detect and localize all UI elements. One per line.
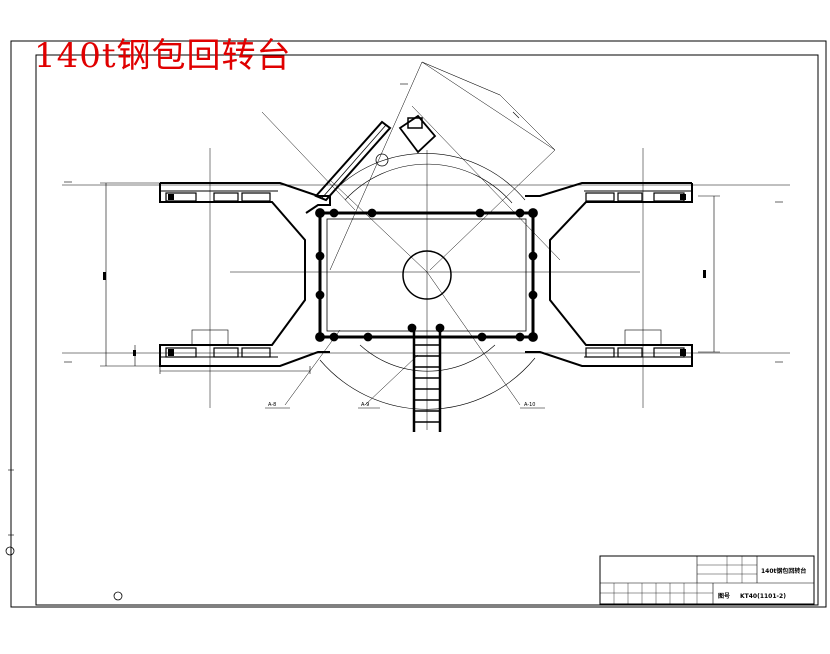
- axis-marks: [64, 83, 783, 363]
- ladder: [412, 330, 442, 432]
- central-frame: [318, 211, 535, 339]
- drawing-title: 140t钢包回转台: [34, 36, 292, 76]
- label-a9: A-9: [361, 402, 369, 408]
- small-circle: [113, 591, 123, 601]
- frame-bolts: [315, 208, 538, 342]
- inclined-arm: [314, 114, 437, 202]
- dimension-ticks: [103, 270, 706, 356]
- turret-arcs: [319, 153, 536, 410]
- title-block-drawing-no-label: 图号: [718, 592, 730, 600]
- title-block-drawing-no: KT40(1101-2): [740, 593, 786, 600]
- right-beam: [525, 182, 693, 367]
- title-block: [599, 555, 815, 605]
- beam-pads: [165, 192, 685, 358]
- label-a8: A-8: [268, 402, 276, 408]
- label-a10: A-10: [524, 402, 535, 408]
- pad-fills: [168, 194, 686, 356]
- margin-circle: [5, 546, 15, 556]
- pivot-circle: [402, 250, 452, 300]
- left-beam: [159, 182, 331, 367]
- title-block-drawing-name: 140t钢包回转台: [761, 567, 806, 575]
- inner-border: [35, 54, 819, 606]
- construction-lines: [261, 61, 561, 406]
- outer-border: [10, 40, 827, 608]
- center-lines: [62, 148, 790, 430]
